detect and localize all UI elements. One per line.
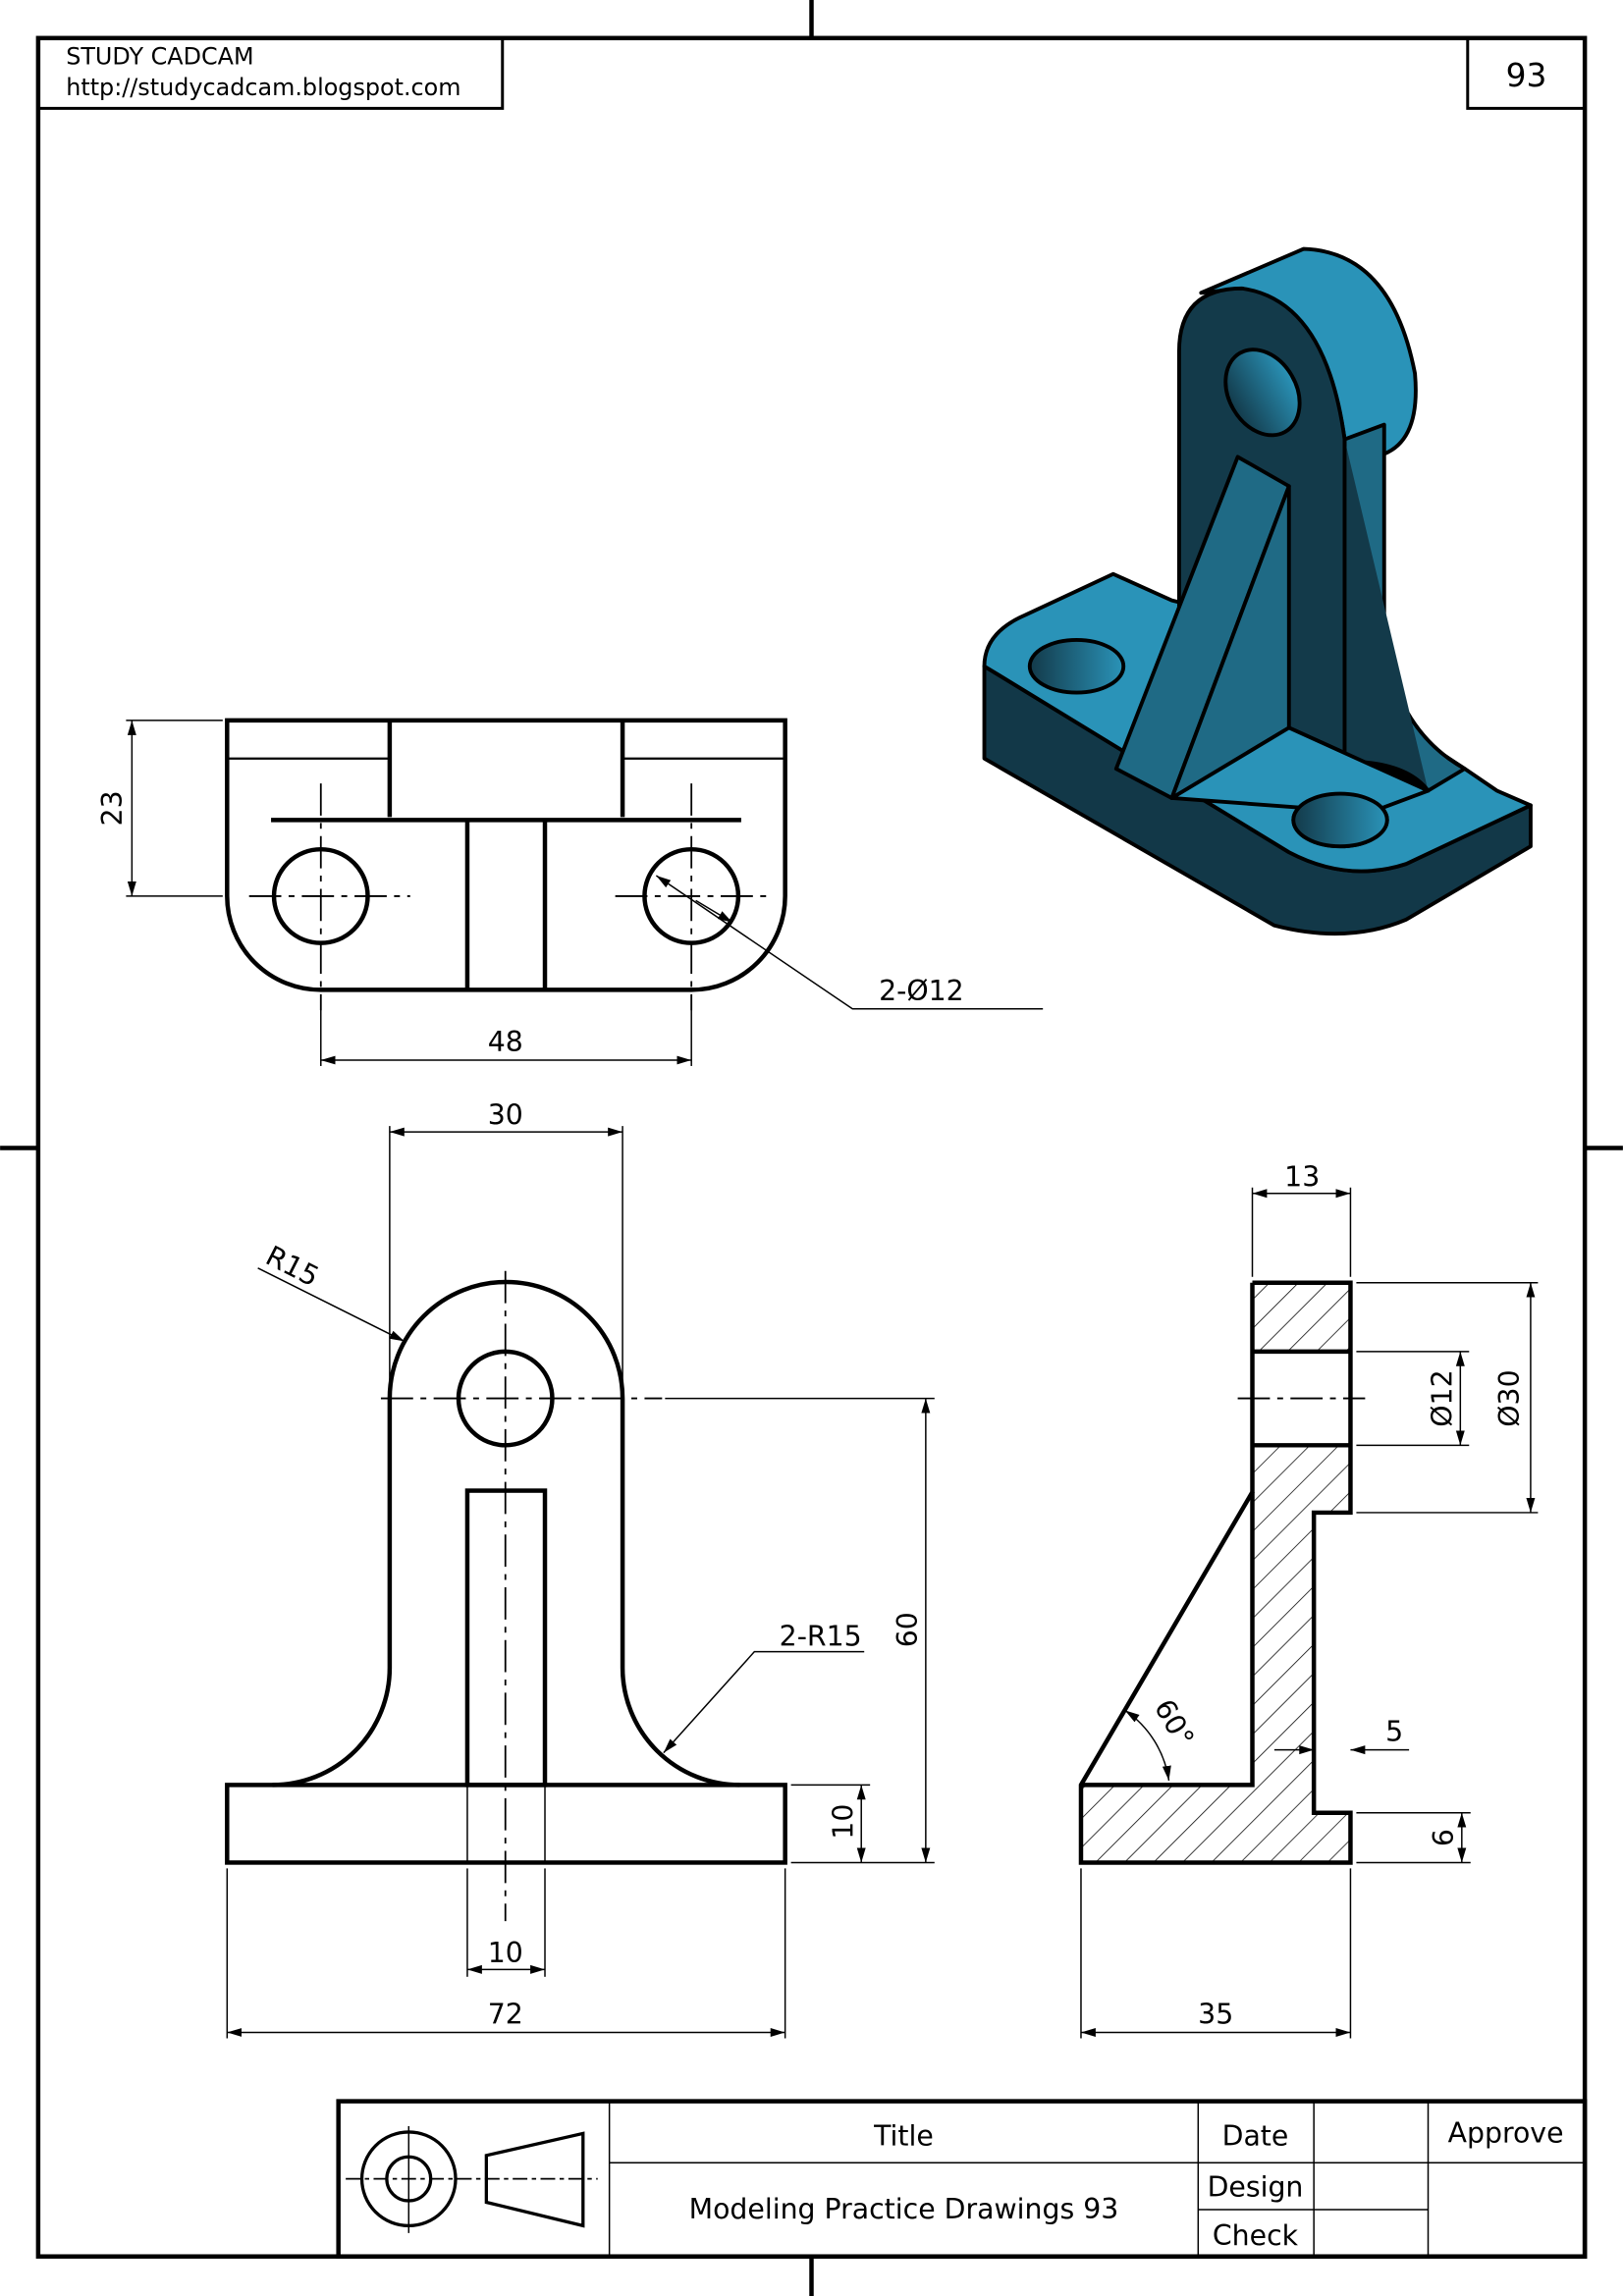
dim-rib-width: 10: [488, 1937, 523, 1969]
header-box: STUDY CADCAM http://studycadcam.blogspot…: [36, 36, 505, 110]
dim-holes: 2-Ø12: [879, 975, 964, 1007]
dim-top-height: 23: [96, 790, 129, 826]
projection-symbol-icon: [346, 2125, 598, 2233]
dim-hole-dia: Ø12: [1426, 1369, 1458, 1426]
isometric-view: [982, 246, 1533, 936]
title-block: Title Modeling Practice Drawings 93 Date…: [336, 2099, 1588, 2259]
dim-base-thickness: 10: [827, 1804, 859, 1840]
dim-boss-width: 30: [488, 1099, 523, 1132]
title-label: Title: [873, 2119, 934, 2152]
dim-hole-spacing: 48: [488, 1026, 523, 1058]
brand-label: STUDY CADCAM: [66, 43, 253, 71]
dim-base-width: 72: [488, 1999, 523, 2031]
top-view: 23 48 2-Ø12: [96, 718, 1044, 1066]
dim-slot-height: 6: [1428, 1829, 1460, 1846]
dim-boss-dia: Ø30: [1493, 1369, 1526, 1426]
url-link[interactable]: http://studycadcam.blogspot.com: [66, 74, 460, 101]
side-view: 13 Ø12 Ø30 60° 5 6 35: [1078, 1160, 1539, 2039]
date-label: Date: [1222, 2119, 1289, 2152]
design-label: Design: [1208, 2171, 1304, 2204]
dim-boss-thickness: 13: [1284, 1160, 1320, 1193]
dim-fillets: 2-R15: [780, 1621, 862, 1653]
dim-base-depth: 35: [1198, 1999, 1233, 2031]
drawing-title: Modeling Practice Drawings 93: [689, 2193, 1119, 2225]
approve-label: Approve: [1448, 2116, 1564, 2149]
check-label: Check: [1213, 2219, 1299, 2252]
dim-height: 60: [892, 1612, 924, 1647]
dim-slot-width: 5: [1385, 1716, 1403, 1748]
front-view: 30 R15 2-R15 60 10 10 72: [225, 1099, 935, 2039]
sheet-number-box: 93: [1466, 36, 1587, 110]
sheet-number: 93: [1506, 57, 1547, 94]
